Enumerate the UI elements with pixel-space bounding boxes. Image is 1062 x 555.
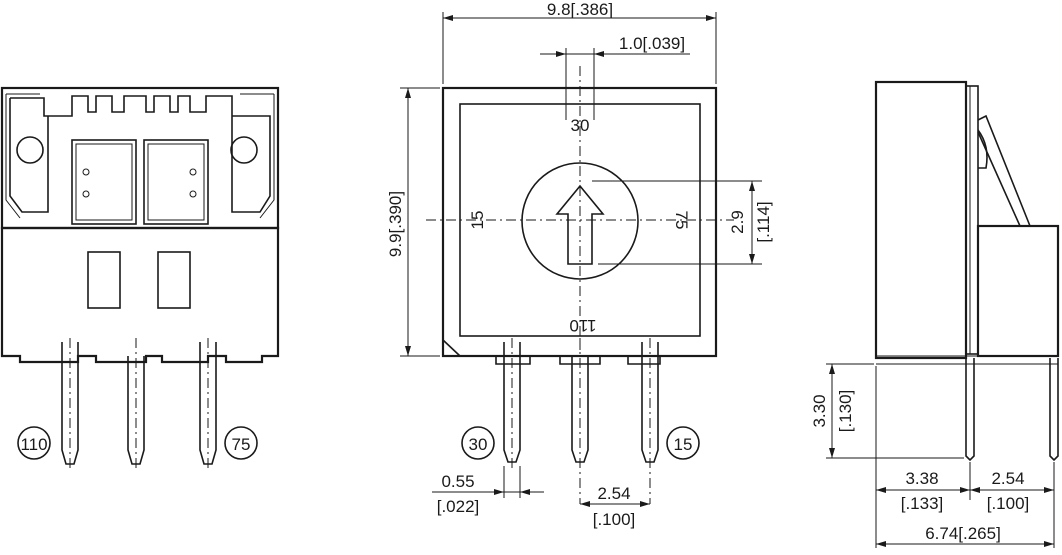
front-base bbox=[0, 226, 280, 364]
top-body-chamfer bbox=[442, 339, 461, 357]
dim-pitch-text-1: 2.54 bbox=[597, 484, 630, 503]
front-dot-1 bbox=[82, 168, 90, 176]
dim-width-arrow-left bbox=[443, 15, 453, 21]
front-contact-left bbox=[71, 139, 137, 225]
front-dot-2 bbox=[82, 190, 90, 198]
front-terminal-label-1: 110 bbox=[20, 435, 47, 454]
dim-a-text-2: [.133] bbox=[901, 494, 944, 513]
dim-total-arrow-left bbox=[876, 541, 886, 547]
dim-shaft-arrow-right bbox=[594, 51, 604, 57]
front-inner-left bbox=[9, 98, 49, 213]
dim-pinlen-arrow-bottom bbox=[829, 448, 835, 458]
dim-b-text-2: [.100] bbox=[987, 494, 1030, 513]
dim-pin-arrow-left bbox=[494, 489, 504, 495]
dim-arrow-head-top bbox=[749, 181, 755, 191]
top-dial-circle bbox=[521, 162, 639, 280]
front-contact-inner bbox=[75, 143, 205, 221]
front-inner-rim bbox=[5, 93, 275, 219]
top-terminal-badge-2 bbox=[666, 426, 700, 460]
dim-pin-arrow-right bbox=[520, 489, 530, 495]
dim-shaft-arrow-left bbox=[556, 51, 566, 57]
dial-mark-top: 30 bbox=[571, 116, 590, 135]
dim-a-text-1: 3.38 bbox=[905, 469, 938, 488]
dim-height-arrow-bottom bbox=[405, 346, 411, 356]
dim-b-arrow-right bbox=[1044, 487, 1054, 493]
top-terminal-label-1: 30 bbox=[469, 435, 488, 454]
dim-width-text: 9.8[.386] bbox=[547, 0, 613, 19]
dim-pinlen-text-1: 3.30 bbox=[810, 394, 829, 427]
side-main-body bbox=[874, 80, 968, 360]
dim-b-text-1: 2.54 bbox=[991, 469, 1024, 488]
front-dot-3 bbox=[189, 168, 197, 176]
dim-shaft-text: 1.0[.039] bbox=[619, 34, 685, 53]
dim-arrow-text-1: 2.9 bbox=[728, 210, 747, 234]
front-inner-outline bbox=[10, 95, 271, 213]
dim-pitch-arrow-left bbox=[580, 501, 590, 507]
side-pin-rear bbox=[1049, 358, 1059, 462]
side-lever-outer bbox=[977, 114, 1031, 227]
top-terminal-label-2: 15 bbox=[674, 435, 693, 454]
dim-arrow-head-bottom bbox=[749, 254, 755, 264]
dial-mark-bottom: 110 bbox=[569, 316, 596, 335]
front-window-right bbox=[157, 251, 191, 309]
front-terminal-label-2: 75 bbox=[232, 435, 251, 454]
front-window-left bbox=[87, 251, 121, 309]
side-pin-front bbox=[965, 358, 975, 462]
front-view: 110 75 bbox=[0, 86, 280, 470]
front-mount-hole-left bbox=[16, 136, 44, 164]
side-lever-tab bbox=[977, 129, 988, 169]
dim-pin-text-1: 0.55 bbox=[441, 472, 474, 491]
dim-pin-text-2: [.022] bbox=[437, 497, 480, 516]
front-contact-right bbox=[143, 139, 209, 225]
top-dial-arrow bbox=[555, 184, 605, 265]
dim-height-text: 9.9[.390] bbox=[386, 191, 405, 257]
dim-total-text: 6.74[.265] bbox=[925, 524, 1001, 543]
front-terminal-badge-1 bbox=[17, 426, 51, 460]
dim-pinlen-text-2: [.130] bbox=[836, 390, 855, 433]
side-plate bbox=[965, 85, 979, 355]
dim-pitch-text-2: [.100] bbox=[593, 510, 636, 529]
dim-pinlen-arrow-top bbox=[829, 364, 835, 374]
front-mount-hole-right bbox=[230, 136, 258, 164]
front-terminal-badge-2 bbox=[224, 426, 258, 460]
dim-height-arrow-top bbox=[405, 88, 411, 98]
dim-arrow-text-2: [.114] bbox=[754, 201, 773, 242]
dim-a-arrow-left bbox=[876, 487, 886, 493]
top-view: 9.8[.386] 1.0[.039] 9.9[.390] 30 15 75 1… bbox=[386, 0, 773, 529]
dim-pitch-arrow-right bbox=[640, 501, 650, 507]
dim-width-arrow-right bbox=[706, 15, 716, 21]
side-rear-block bbox=[976, 224, 1060, 358]
dial-mark-left: 15 bbox=[468, 211, 487, 230]
dim-total-arrow-right bbox=[1044, 541, 1054, 547]
side-view: 3.30 [.130] 3.38 [.133] 2.54 [.100] 6.74… bbox=[810, 80, 1060, 548]
dim-b-arrow-left bbox=[970, 487, 980, 493]
front-dot-4 bbox=[189, 190, 197, 198]
dial-mark-right: 75 bbox=[672, 211, 691, 230]
dim-a-arrow-right bbox=[960, 487, 970, 493]
side-lever-inner bbox=[977, 131, 1021, 227]
top-terminal-badge-1 bbox=[461, 426, 495, 460]
